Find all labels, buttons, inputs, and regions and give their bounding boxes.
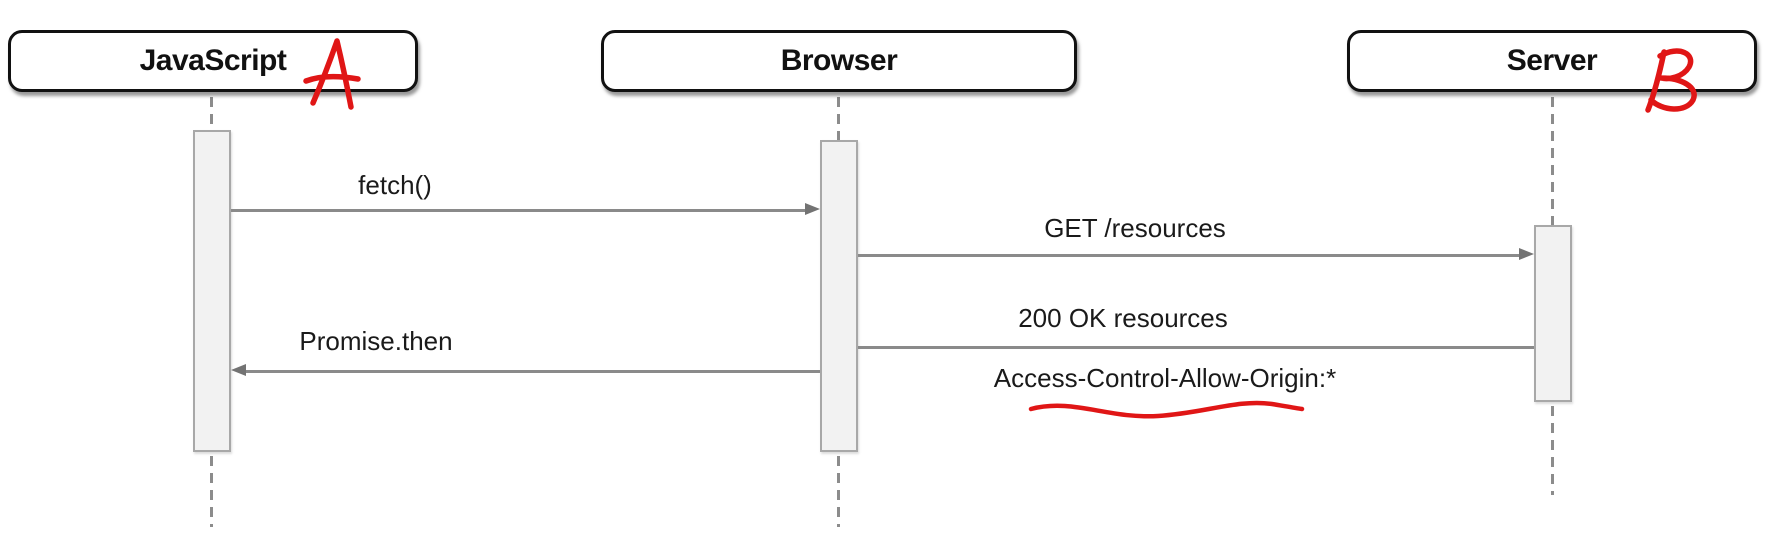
lifeline-javascript-lower (210, 456, 213, 527)
participant-label-server: Server (1506, 44, 1598, 77)
lifeline-server-upper (1551, 97, 1554, 225)
participant-box-javascript: JavaScript (8, 30, 418, 92)
participant-label-javascript: JavaScript (139, 44, 287, 77)
participant-box-server: Server (1347, 30, 1757, 92)
message-line-fetch (231, 209, 808, 212)
activation-bar-javascript (193, 130, 231, 452)
arrow-right-icon (805, 203, 820, 215)
lifeline-javascript-upper (210, 97, 213, 130)
message-label-get-resources: GET /resources (1044, 213, 1226, 243)
participant-label-browser: Browser (780, 44, 898, 77)
message-label-200-ok: 200 OK resources (1018, 303, 1228, 333)
participant-box-browser: Browser (601, 30, 1077, 92)
activation-bar-server (1534, 225, 1572, 402)
lifeline-browser-upper (837, 97, 840, 140)
red-underline-annotation (1028, 400, 1305, 419)
arrow-right-icon (1519, 248, 1534, 260)
message-label-access-control-allow-origin: Access-Control-Allow-Origin:* (993, 363, 1337, 393)
activation-bar-browser (820, 140, 858, 452)
message-label-fetch: fetch() (358, 170, 432, 200)
lifeline-browser-lower (837, 456, 840, 527)
message-label-promise-then: Promise.then (299, 326, 453, 356)
message-line-200-ok (858, 346, 1534, 349)
arrow-left-icon (231, 364, 246, 376)
lifeline-server-lower (1551, 406, 1554, 495)
message-line-get-resources (858, 254, 1521, 257)
message-line-promise-then (243, 370, 820, 373)
